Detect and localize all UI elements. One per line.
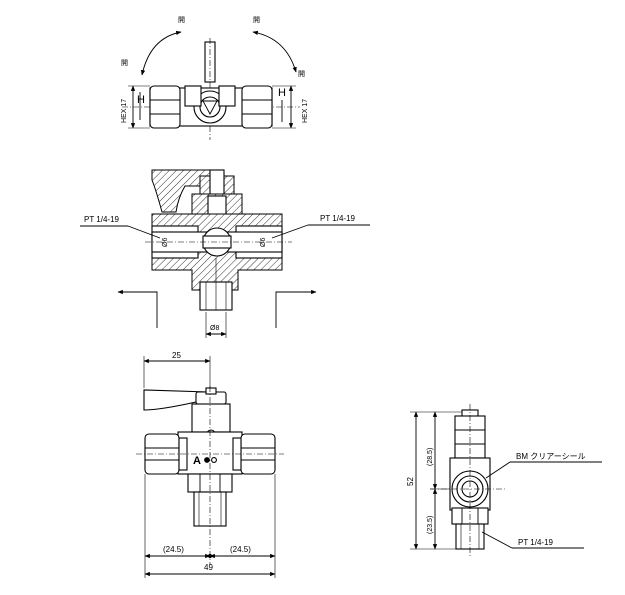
hex-label-right: HEX 17 bbox=[302, 99, 309, 123]
h-marker-left: H bbox=[137, 94, 145, 106]
open-label-top-right: 開 bbox=[253, 16, 260, 24]
dia-label-left: Ø6 bbox=[162, 238, 169, 247]
dim-left-half: (24.5) bbox=[163, 545, 184, 554]
hex-nut-left bbox=[149, 85, 181, 129]
port-label-left: PT 1/4-19 bbox=[84, 215, 120, 224]
logo-letter: A bbox=[193, 455, 201, 467]
front-view: 25 A bbox=[136, 351, 284, 578]
dim-right-half: (24.5) bbox=[230, 545, 251, 554]
rotation-arc-right bbox=[252, 30, 297, 73]
open-label-lower-right: 開 bbox=[298, 70, 305, 78]
h-marker-right: H bbox=[278, 87, 286, 99]
side-view: 52 (28.5) (23.5) BM クリアーシール PT 1/4-19 bbox=[406, 404, 602, 556]
label-port: PT 1/4-19 bbox=[518, 538, 554, 547]
logo-dot-icon bbox=[204, 457, 210, 463]
dim-lower: (23.5) bbox=[427, 516, 434, 534]
rotation-arc-left bbox=[140, 30, 182, 76]
dim-upper: (28.5) bbox=[427, 448, 434, 466]
dim-height: 52 bbox=[406, 477, 415, 486]
open-label-top-left: 開 bbox=[178, 16, 185, 24]
hex-nut-right bbox=[241, 85, 273, 129]
section-view: Ø6 Ø6 PT 1/4-19 PT 1/4-19 Ø8 bbox=[80, 169, 370, 338]
top-view: 開 開 開 開 HEX 17 HEX 17 H bbox=[121, 16, 309, 140]
dia-label-bottom: Ø8 bbox=[210, 325, 219, 332]
dim-handle: 25 bbox=[172, 351, 181, 360]
label-seal: BM クリアーシール bbox=[516, 452, 586, 461]
open-label-lower-left: 開 bbox=[121, 59, 128, 67]
hex-label-left: HEX 17 bbox=[121, 99, 128, 123]
center-bolt-inner bbox=[199, 96, 221, 118]
flow-arrow-left bbox=[117, 289, 158, 328]
dia-label-right: Ø6 bbox=[260, 238, 267, 247]
port-label-right: PT 1/4-19 bbox=[320, 214, 356, 223]
logo-triangle-icon bbox=[202, 100, 218, 115]
flow-arrow-right bbox=[275, 289, 317, 328]
dim-total: 49 bbox=[204, 563, 213, 572]
